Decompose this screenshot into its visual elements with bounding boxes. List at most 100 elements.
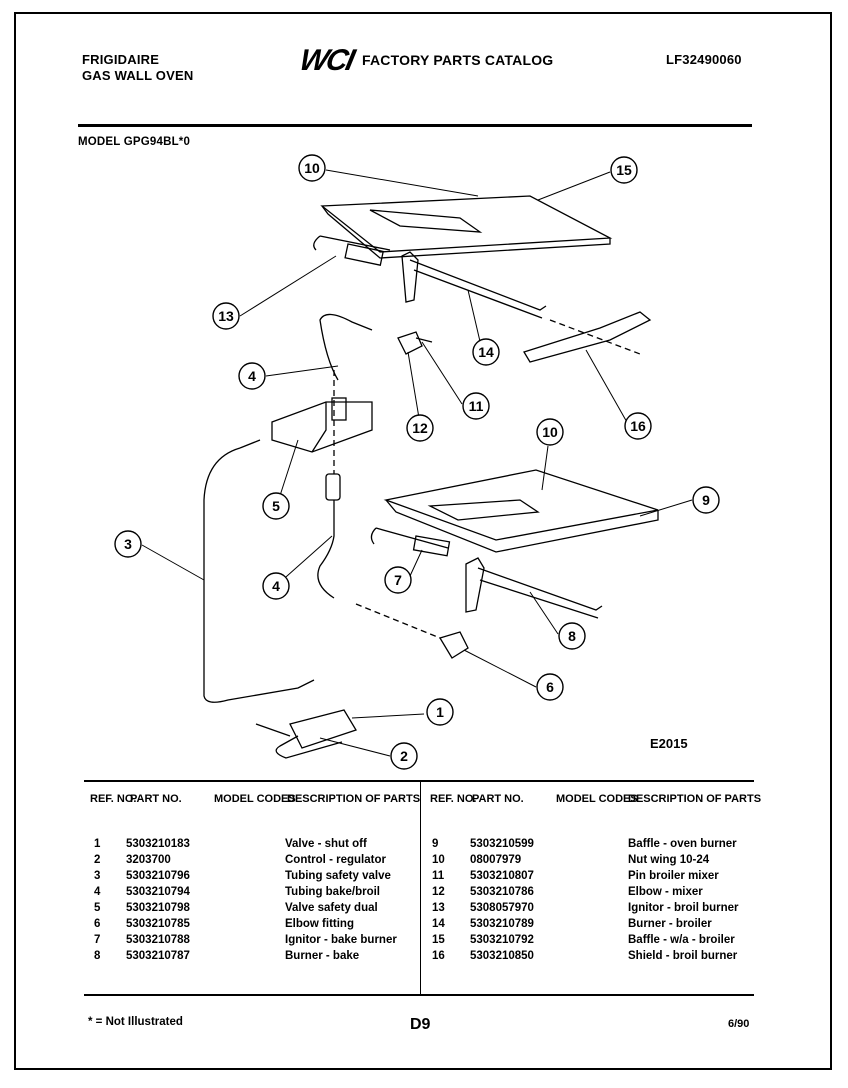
callout-label: 2 [400,748,408,764]
table-bottom-rule [84,994,754,996]
exploded-parts-diagram: 10 15 13 14 4 11 12 16 10 9 5 3 7 4 8 6 … [114,154,720,770]
parts-cell-ref: 15 [432,934,445,946]
parts-cell-ref: 4 [94,886,101,898]
col-desc-left: DESCRIPTION OF PARTS [287,793,421,805]
parts-cell-part: 5303210796 [126,870,190,882]
parts-cell-ref: 10 [432,854,445,866]
callout-11 [462,392,490,420]
callout-label: 8 [568,628,576,644]
parts-cell-part: 5303210807 [470,870,534,882]
parts-cell-ref: 7 [94,934,101,946]
col-part-right: PART NO. [472,793,524,805]
parts-cell-ref: 9 [432,838,439,850]
callout-5 [262,492,290,520]
callout-3 [114,530,142,558]
parts-cell-part: 5303210599 [470,838,534,850]
parts-cell-ref: 6 [94,918,101,930]
parts-cell-desc: Pin broiler mixer [628,870,719,882]
parts-cell-ref: 3 [94,870,101,882]
parts-cell-part: 5303210794 [126,886,190,898]
parts-cell-part: 5308057970 [470,902,534,914]
parts-cell-part: 3203700 [126,854,171,866]
parts-cell-ref: 12 [432,886,445,898]
parts-cell-desc: Elbow fitting [285,918,354,930]
parts-cell-ref: 5 [94,902,101,914]
callout-14 [472,338,500,366]
parts-cell-ref: 14 [432,918,445,930]
footnote: * = Not Illustrated [88,1016,183,1028]
col-ref-left: REF. NO. [90,793,137,805]
wci-logo: WCI [296,44,356,77]
callout-10-lower [536,418,564,446]
callout-label: 9 [702,492,710,508]
callout-label: 7 [394,572,402,588]
callout-label: 1 [436,704,444,720]
callout-7 [384,566,412,594]
parts-cell-desc: Valve safety dual [285,902,378,914]
callout-label: 14 [478,344,494,360]
parts-cell-ref: 8 [94,950,101,962]
parts-cell-ref: 11 [432,870,445,882]
parts-cell-desc: Burner - bake [285,950,360,962]
parts-cell-desc: Shield - broil burner [628,950,738,962]
callout-2 [390,742,418,770]
parts-cell-part: 5303210787 [126,950,190,962]
parts-cell-ref: 16 [432,950,445,962]
parts-cell-part: 5303210788 [126,934,190,946]
table-divider [420,780,421,996]
parts-cell-desc: Ignitor - broil burner [628,902,739,914]
table-top-rule [84,780,754,782]
callout-4-lower [262,572,290,600]
col-desc-right: DESCRIPTION OF PARTS [628,793,762,805]
parts-cell-desc: Tubing bake/broil [285,886,380,898]
parts-cell-desc: Burner - broiler [628,918,712,930]
parts-cell-ref: 13 [432,902,445,914]
callout-label: 4 [248,368,256,384]
catalog-title: FACTORY PARTS CATALOG [362,52,554,68]
col-codes-left: MODEL CODES [214,793,296,805]
parts-cell-part: 5303210850 [470,950,534,962]
callout-4-upper [238,362,266,390]
callout-6 [536,673,564,701]
callout-12 [406,414,434,442]
callout-label: 3 [124,536,132,552]
broiler-baffle-shape [320,195,613,253]
header-rule [78,124,752,127]
callout-15 [610,156,638,184]
parts-cell-desc: Tubing safety valve [285,870,391,882]
product-type: GAS WALL OVEN [82,68,194,83]
parts-cell-part: 5303210785 [126,918,190,930]
model-label: MODEL GPG94BL*0 [78,136,191,148]
callout-label: 12 [412,420,428,436]
parts-cell-part: 5303210183 [126,838,190,850]
callout-1 [426,698,454,726]
callout-label: 5 [272,498,280,514]
figure-code: E2015 [650,736,688,751]
parts-cell-desc: Control - regulator [285,854,386,866]
callout-9 [692,486,720,514]
page-frame [14,12,832,1070]
parts-cell-part: 5303210798 [126,902,190,914]
parts-cell-part: 5303210789 [470,918,534,930]
callout-10-top [298,154,326,182]
callout-label: 16 [630,418,646,434]
parts-cell-part: 5303210786 [470,886,534,898]
callout-label: 11 [469,398,484,414]
parts-cell-desc: Baffle - w/a - broiler [628,934,735,946]
revision-date: 6/90 [728,1018,750,1030]
col-part-left: PART NO. [130,793,182,805]
callout-label: 10 [304,160,320,176]
parts-cell-part: 08007979 [470,854,522,866]
parts-cell-desc: Ignitor - bake burner [285,934,397,946]
callout-16 [624,412,652,440]
parts-cell-desc: Elbow - mixer [628,886,703,898]
col-codes-right: MODEL CODES [556,793,638,805]
callout-label: 6 [546,679,554,695]
catalog-number: LF32490060 [666,52,742,67]
callout-label: 10 [542,424,558,440]
page-number: D9 [410,1016,431,1033]
callout-label: 15 [616,162,632,178]
parts-cell-ref: 2 [94,854,101,866]
col-ref-right: REF. NO. [430,793,477,805]
callout-label: 4 [272,578,280,594]
